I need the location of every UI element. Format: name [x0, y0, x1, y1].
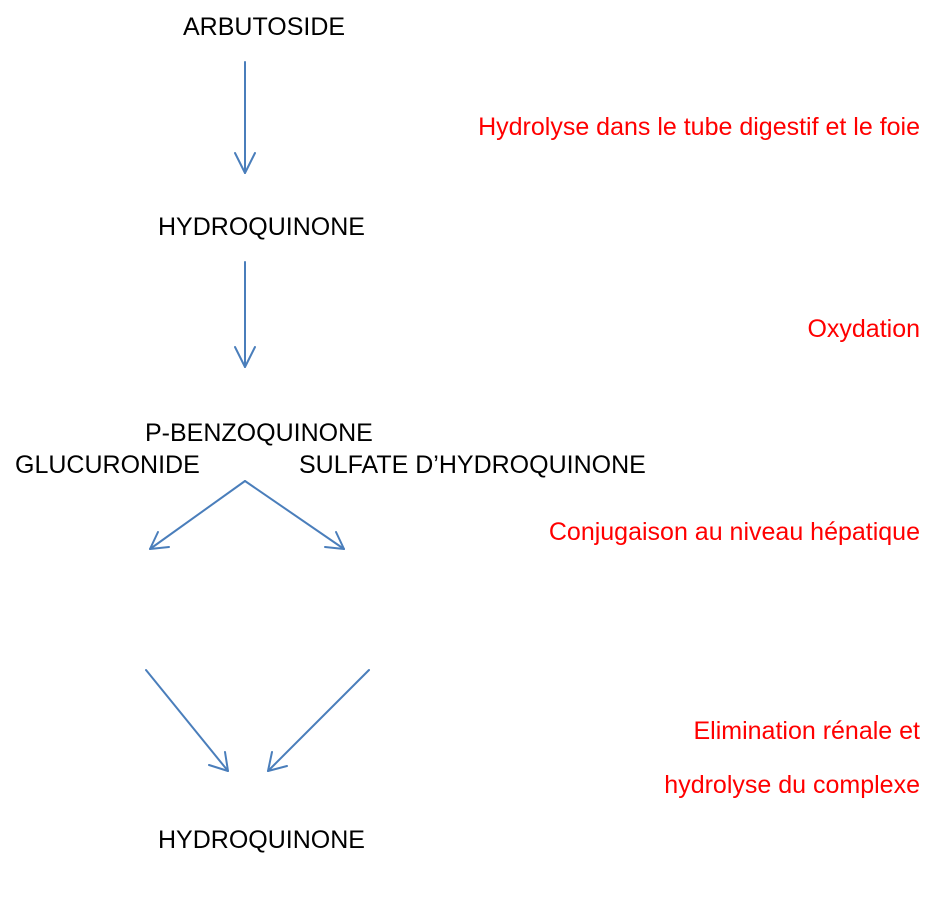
node-sulfate-hydroquinone: SULFATE D’HYDROQUINONE — [299, 451, 646, 479]
step-elimination-line2: hydrolyse du complexe — [664, 771, 920, 799]
step-conjugaison: Conjugaison au niveau hépatique — [548, 518, 920, 546]
arrow-p-benzoquinone-to-sulfate — [244, 480, 345, 550]
node-hydroquinone: HYDROQUINONE — [158, 213, 365, 241]
node-hydroquinone-final: HYDROQUINONE — [158, 826, 365, 854]
step-oxydation: Oxydation — [807, 315, 920, 343]
step-elimination-line1: Elimination rénale et — [693, 717, 920, 745]
arrow-sulfate-to-hydroquinone — [267, 669, 370, 772]
node-arbutoside: ARBUTOSIDE — [183, 13, 346, 41]
node-glucuronide: GLUCURONIDE — [15, 451, 200, 479]
arrow-p-benzoquinone-to-glucuronide — [149, 480, 246, 550]
arrow-glucuronide-to-hydroquinone — [145, 669, 229, 772]
step-hydrolyse: Hydrolyse dans le tube digestif et le fo… — [478, 113, 920, 141]
arrow-arbutoside-to-hydroquinone — [234, 61, 256, 174]
node-p-benzoquinone: P-BENZOQUINONE — [145, 419, 373, 447]
arrow-hydroquinone-to-p-benzoquinone — [234, 261, 256, 368]
